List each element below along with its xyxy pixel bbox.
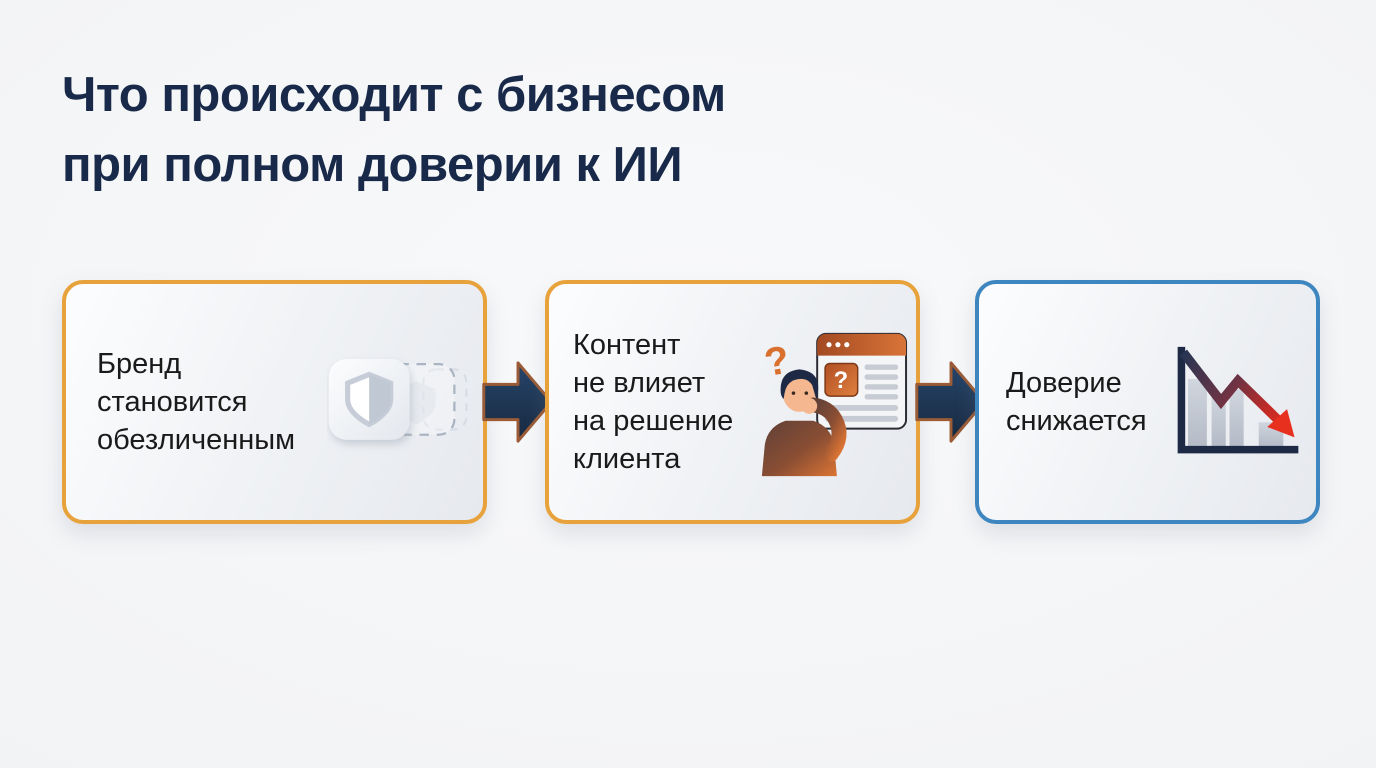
card-content-text: Контент не влияет на решение клиента	[549, 326, 733, 478]
thinking-person-icon	[761, 369, 847, 477]
fading-brand-shield-icon	[327, 343, 469, 461]
ghost-square-faint	[422, 368, 468, 431]
hand-on-chin	[801, 398, 818, 414]
card-text-line: становится	[97, 386, 248, 418]
card-trust-declines: Доверие снижается	[975, 280, 1320, 524]
right-block-arrow-icon	[481, 357, 555, 447]
browser-question-mark: ?	[834, 368, 848, 394]
card-text-line: Контент	[573, 329, 681, 361]
browser-window-icon: ?	[816, 332, 908, 430]
confused-customer-icon: ? ?	[752, 327, 910, 477]
card-trust-text: Доверие снижается	[979, 364, 1147, 440]
card-brand-text: Бренд становится обезличенным	[66, 345, 295, 459]
card-text-line: на решение	[573, 405, 734, 437]
right-block-arrow-icon	[914, 357, 988, 447]
card-text-line: обезличенным	[97, 424, 296, 456]
chart-axes	[1177, 346, 1299, 454]
card-text-line: снижается	[1006, 405, 1147, 437]
card-text-line: не влияет	[573, 367, 706, 399]
title-line-2: при полном доверии к ИИ	[62, 138, 683, 192]
decline-arrow	[1179, 349, 1295, 438]
card-text-line: Доверие	[1006, 367, 1122, 399]
shield-icon	[345, 371, 394, 428]
card-text-line: Бренд	[97, 348, 182, 380]
title-line-1: Что происходит с бизнесом	[62, 68, 726, 122]
declining-trust-chart-icon	[1172, 341, 1304, 463]
card-content-no-influence: Контент не влияет на решение клиента	[545, 280, 920, 524]
card-brand-impersonal: Бренд становится обезличенным	[62, 280, 487, 524]
card-text-line: клиента	[573, 443, 681, 475]
page-title: Что происходит с бизнесом при полном дов…	[62, 60, 726, 200]
